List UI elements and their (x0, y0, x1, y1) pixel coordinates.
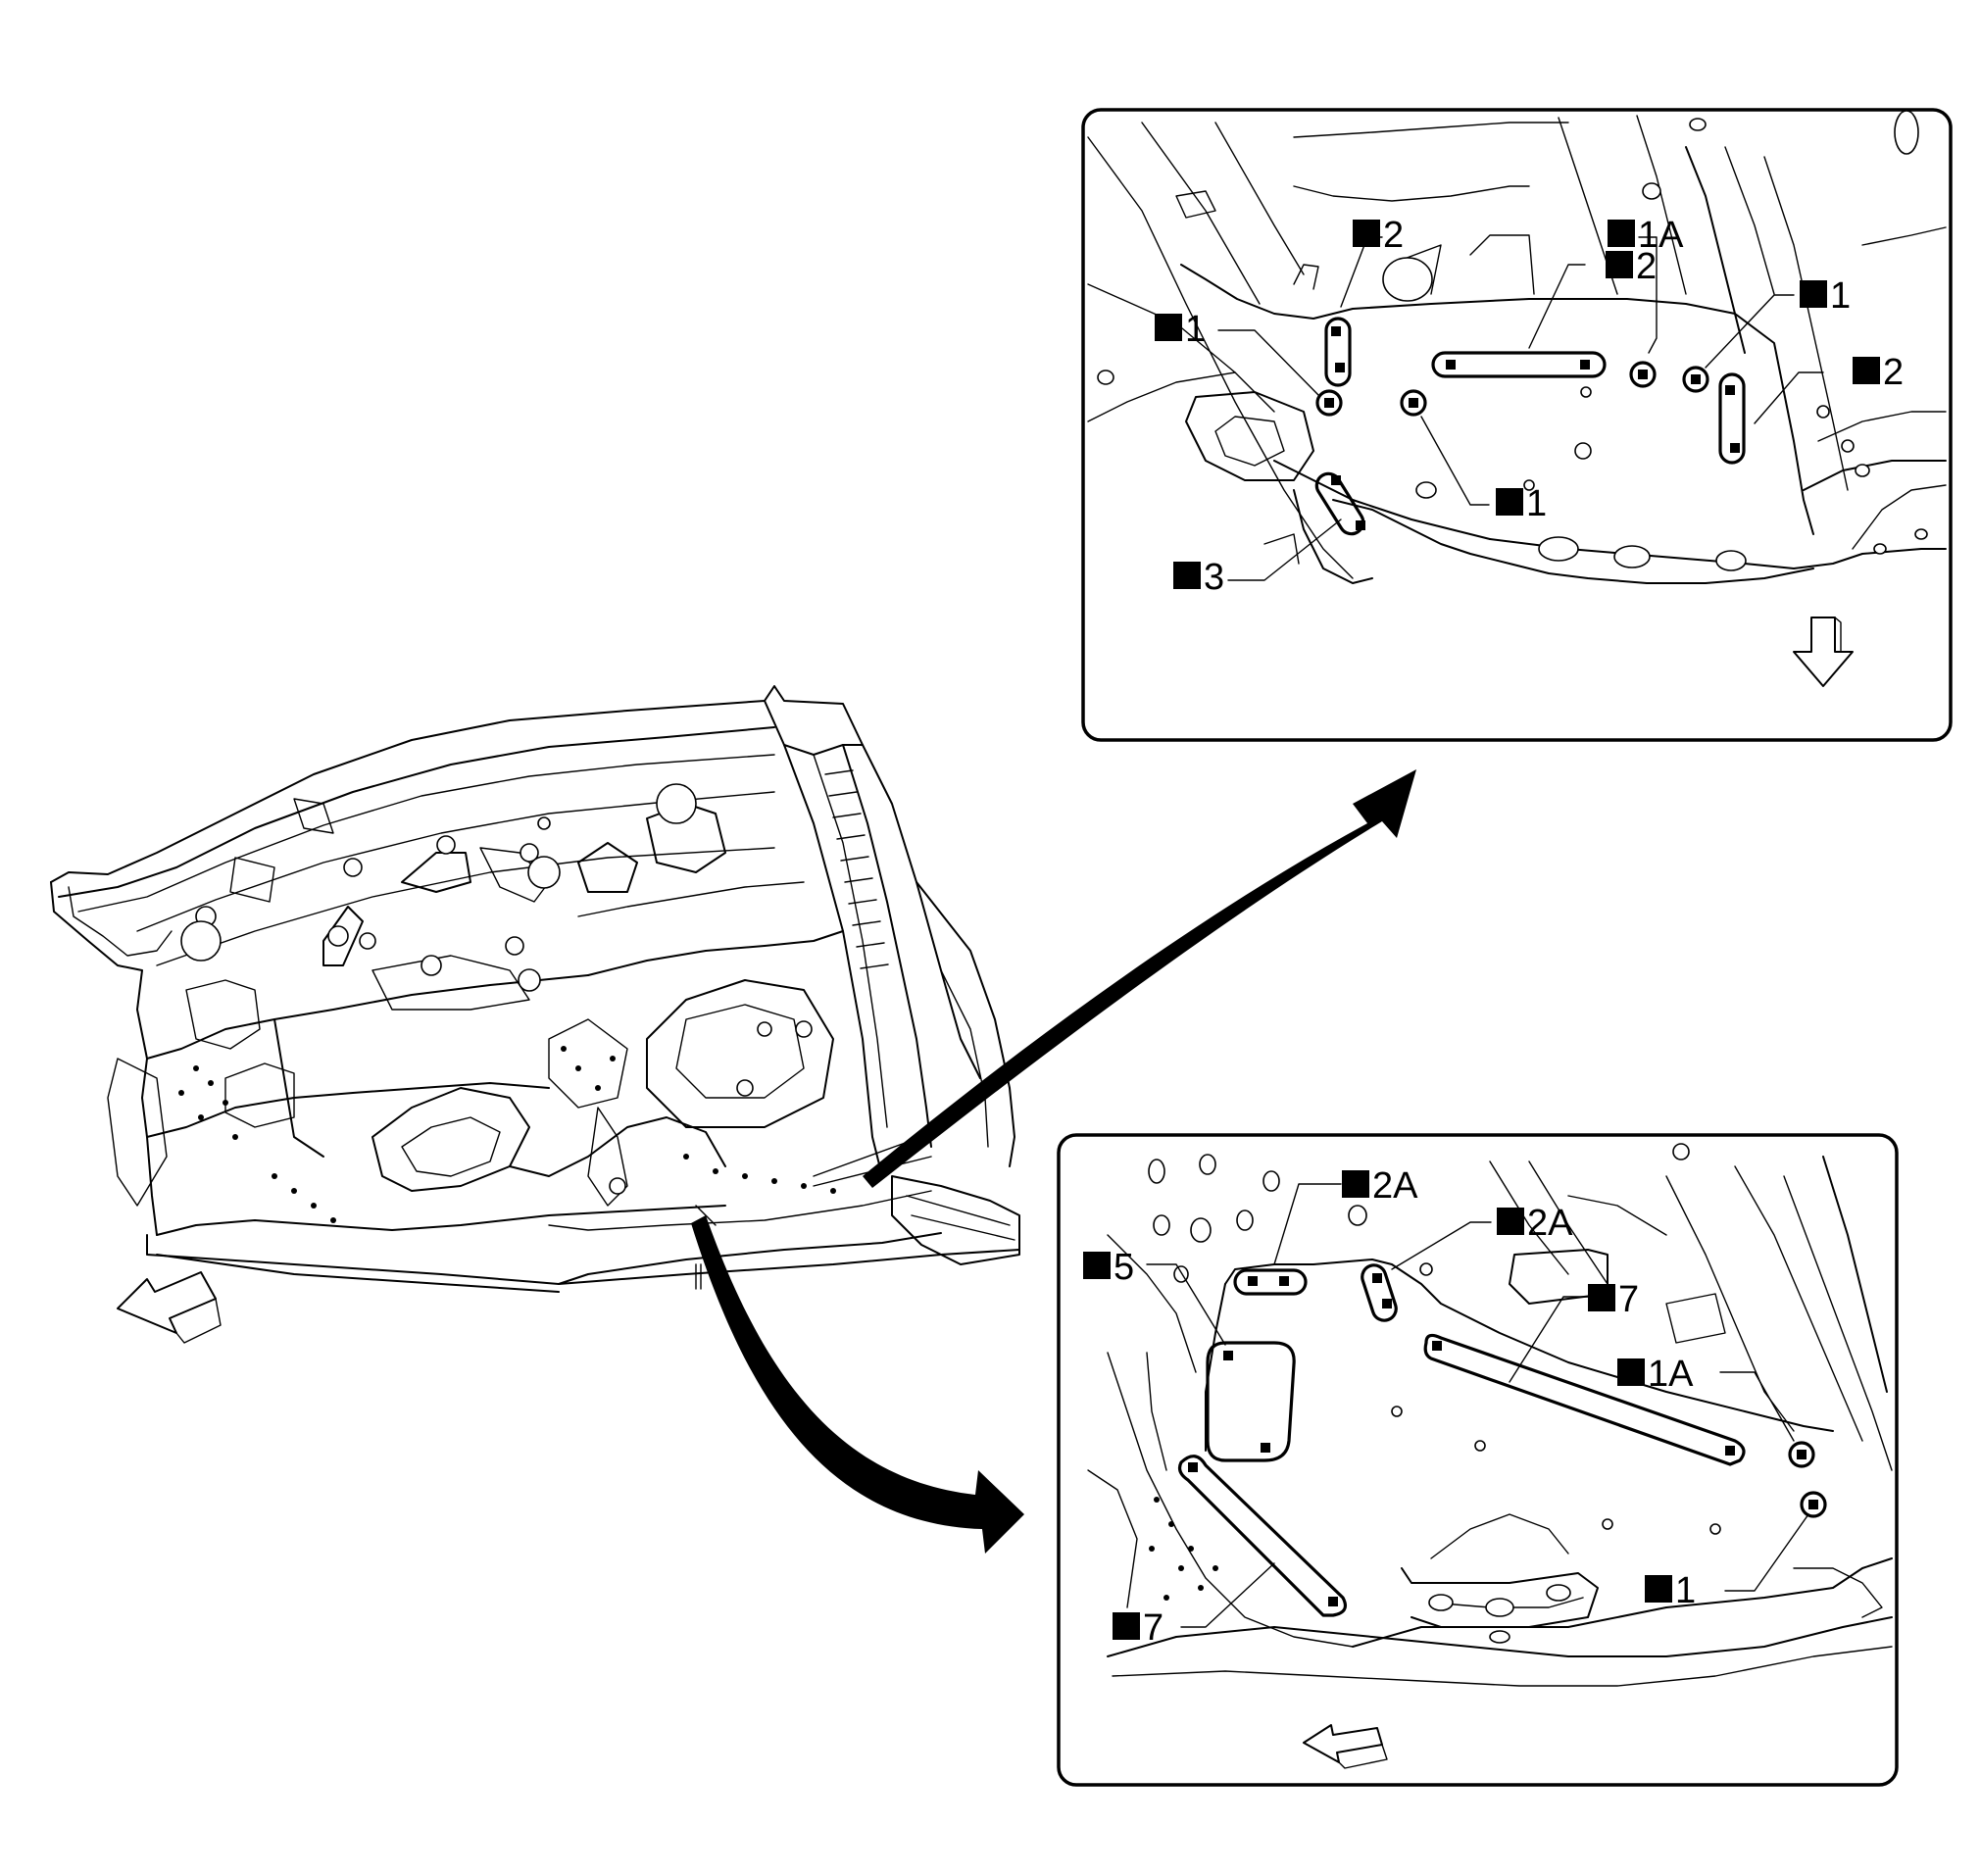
svg-text:7: 7 (1143, 1607, 1163, 1649)
bottom-inset-holes (1148, 1143, 1721, 1644)
bottom-callout-2: 2A (1497, 1203, 1573, 1244)
top-callout-3: 2 (1606, 246, 1657, 287)
front-direction-arrow-icon (1303, 1724, 1388, 1769)
bottom-callout-1: 2A (1342, 1165, 1418, 1207)
main-perforation-dots (178, 1046, 836, 1223)
svg-text:2: 2 (1383, 215, 1404, 256)
svg-text:1: 1 (1185, 309, 1206, 350)
callout-arrow-bottom (691, 1215, 1024, 1554)
bottom-callout-3: 5 (1083, 1247, 1134, 1288)
svg-text:1: 1 (1675, 1570, 1696, 1611)
svg-text:1A: 1A (1648, 1354, 1694, 1395)
bottom-callout-4: 7 (1588, 1279, 1639, 1320)
down-direction-arrow-icon (1793, 617, 1854, 687)
svg-text:1: 1 (1830, 275, 1851, 317)
top-callout-4: 1 (1155, 309, 1206, 350)
bottom-callout-7: 7 (1113, 1607, 1163, 1649)
svg-text:3: 3 (1204, 557, 1224, 598)
bottom-callout-5: 1A (1617, 1354, 1694, 1395)
bottom-inset-weld-marks (1177, 1263, 1827, 1617)
svg-text:2A: 2A (1372, 1165, 1418, 1207)
top-callout-5: 1 (1800, 275, 1851, 317)
bottom-detail-inset: 2A 2A 5 7 1A 1 7 (1057, 1133, 1899, 1787)
bottom-inset-leaders (1146, 1183, 1809, 1628)
svg-text:2: 2 (1883, 352, 1904, 393)
top-callout-6: 2 (1853, 352, 1904, 393)
top-inset-leaders (1217, 236, 1824, 581)
svg-text:2: 2 (1636, 246, 1657, 287)
bottom-perforation-dots (1149, 1497, 1218, 1601)
main-body-illustration (50, 685, 1020, 1293)
top-inset-holes (1097, 110, 1928, 571)
svg-text:5: 5 (1114, 1247, 1134, 1288)
top-callout-1: 2 (1353, 215, 1404, 256)
svg-text:2A: 2A (1527, 1203, 1573, 1244)
top-inset-weld-marks (1314, 317, 1746, 536)
top-callout-7: 1 (1496, 483, 1547, 524)
front-direction-arrow-icon (117, 1271, 222, 1344)
top-detail-inset: 2 1A 2 1 1 2 1 3 (1081, 108, 1953, 742)
callout-arrow-top (863, 769, 1416, 1188)
top-callout-2: 1A (1608, 215, 1684, 256)
pillar-slots (824, 769, 889, 969)
top-callout-8: 3 (1173, 557, 1224, 598)
bottom-callout-6: 1 (1645, 1570, 1696, 1611)
svg-text:1A: 1A (1638, 215, 1684, 256)
svg-text:7: 7 (1618, 1279, 1639, 1320)
main-weld-points (180, 783, 813, 1195)
svg-text:1: 1 (1526, 483, 1547, 524)
